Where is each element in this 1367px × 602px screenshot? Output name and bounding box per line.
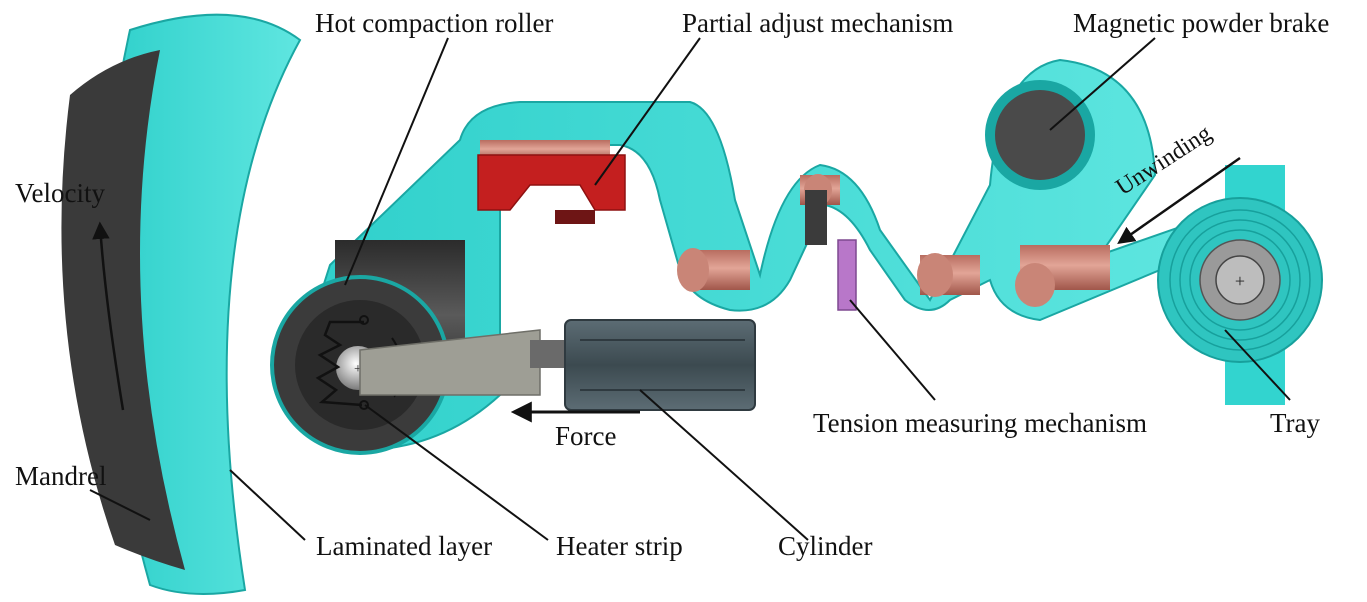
leader-tension bbox=[849, 299, 936, 401]
label-velocity: Velocity bbox=[15, 178, 105, 208]
label-tray: Tray bbox=[1270, 408, 1321, 438]
svg-text:+: + bbox=[1235, 271, 1245, 291]
heater-terminal-top bbox=[359, 315, 369, 325]
roller-arm bbox=[359, 329, 541, 396]
leader-partial-adjust bbox=[594, 37, 701, 186]
magnetic-powder-brake bbox=[985, 80, 1095, 190]
mandrel-core bbox=[61, 50, 185, 570]
velocity-arrow bbox=[92, 221, 125, 411]
label-magnetic-powder-brake: Magnetic powder brake bbox=[1073, 8, 1330, 38]
leader-lines bbox=[89, 37, 1291, 541]
leader-heater bbox=[364, 404, 549, 541]
heater-strip-coil bbox=[315, 320, 364, 407]
heater-terminal-bottom bbox=[359, 400, 369, 410]
leader-magnetic-brake bbox=[1049, 37, 1156, 131]
label-force: Force bbox=[555, 421, 617, 451]
label-hot-compaction-roller: Hot compaction roller bbox=[315, 8, 554, 38]
tray-spool: + bbox=[1157, 165, 1323, 405]
label-mandrel: Mandrel bbox=[15, 461, 107, 491]
partial-adjust-mechanism bbox=[477, 140, 626, 224]
cylinder-graphic bbox=[530, 319, 756, 411]
label-heater-strip: Heater strip bbox=[556, 531, 683, 561]
leader-cylinder bbox=[639, 389, 809, 541]
leader-mandrel bbox=[89, 489, 151, 521]
leader-tray bbox=[1224, 329, 1291, 401]
label-partial-adjust-mechanism: Partial adjust mechanism bbox=[682, 8, 954, 38]
svg-text:+: + bbox=[354, 362, 362, 377]
mandrel-graphic bbox=[61, 13, 302, 595]
label-cylinder: Cylinder bbox=[778, 531, 873, 561]
label-tension-measuring-mechanism: Tension measuring mechanism bbox=[813, 408, 1148, 438]
tension-sensor bbox=[805, 190, 857, 311]
leader-laminated bbox=[229, 469, 306, 541]
unwinding-arrow bbox=[1117, 156, 1241, 245]
leader-hot-compaction-roller bbox=[344, 37, 449, 286]
label-laminated-layer: Laminated layer bbox=[316, 531, 493, 561]
